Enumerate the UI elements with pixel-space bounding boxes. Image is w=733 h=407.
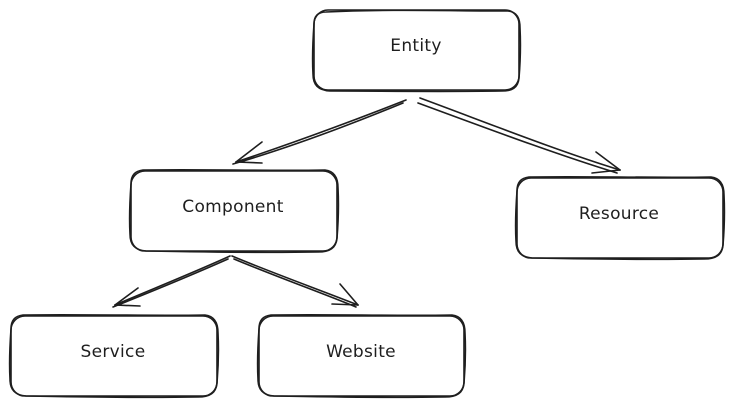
node-entity: Entity (311, 9, 522, 93)
node-website: Website (256, 313, 467, 399)
node-entity-label: Entity (390, 36, 441, 56)
edge-component-website (231, 255, 359, 308)
node-service: Service (8, 313, 220, 399)
node-website-label: Website (326, 342, 396, 362)
edge-entity-resource (417, 97, 621, 174)
node-resource-label: Resource (579, 204, 659, 224)
edge-component-service (112, 255, 231, 308)
node-component-label: Component (182, 197, 283, 217)
edge-entity-component (232, 99, 407, 165)
node-service-label: Service (81, 342, 146, 362)
node-resource: Resource (514, 175, 726, 261)
node-component: Component (128, 168, 340, 254)
